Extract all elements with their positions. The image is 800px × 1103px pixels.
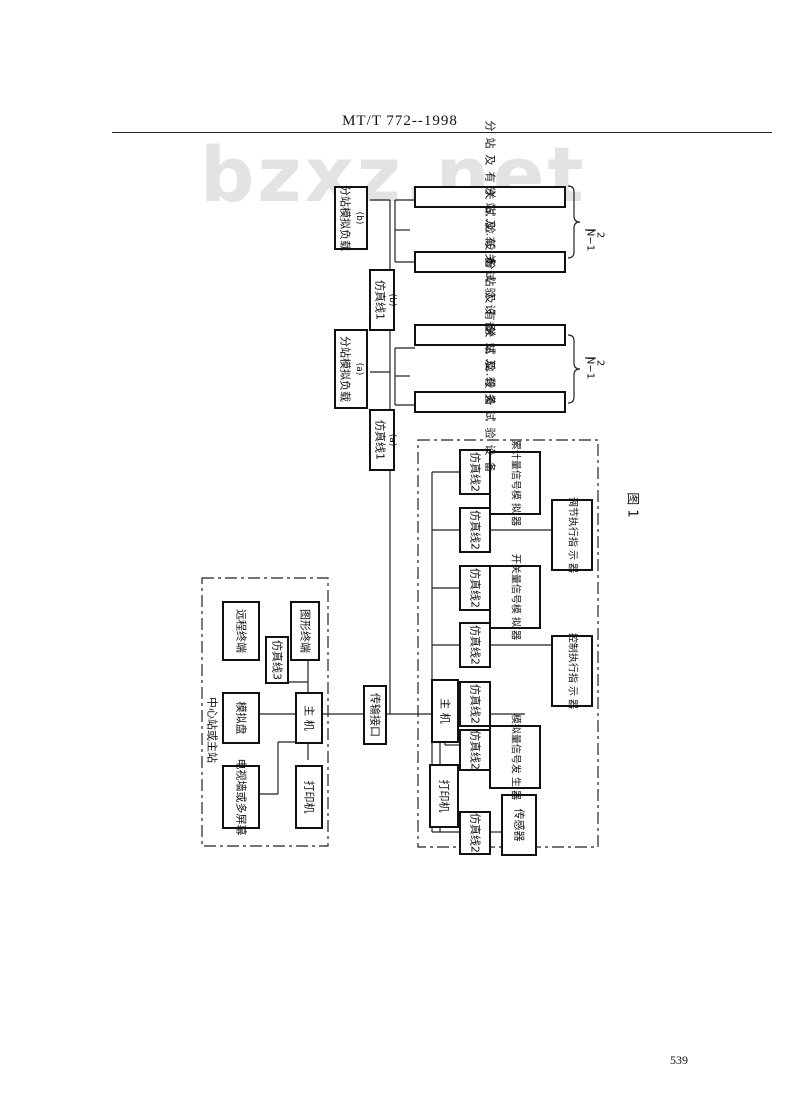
substation-load-b-tag: (b) (354, 212, 364, 225)
control-indicator-label: 控制执行指 示 器 (567, 633, 580, 709)
accum-simulator-box (489, 451, 541, 515)
graphic-terminal-label: 图形终端 (299, 609, 313, 653)
test-printer-label: 打印机 (438, 780, 452, 813)
line2-box-5 (459, 681, 491, 727)
device-b1-label: 分站及有关试验设备 (484, 186, 498, 339)
line2-box-1 (459, 449, 491, 495)
regulate-indicator-box (551, 499, 593, 571)
simulation-panel-box (222, 692, 260, 744)
central-station-label: 中心站或主站 (206, 697, 220, 763)
central-printer-box (295, 765, 323, 829)
substation-load-a-tag: (a) (354, 363, 364, 376)
test-printer-box (429, 764, 459, 828)
substation-device-a2 (414, 324, 566, 346)
regulate-indicator-label: 调节执行指 示 器 (567, 497, 580, 573)
line2-label-3: 仿真线2 (469, 568, 483, 608)
line2-box-7 (459, 811, 491, 855)
analog-generator-box (489, 725, 541, 789)
sensor-label: 传感器 (513, 809, 526, 842)
control-indicator-box (551, 635, 593, 707)
line1b-label: 仿真线1 (374, 280, 388, 320)
monitor-label: 电视墙或多屏幕 (235, 759, 249, 836)
transmission-interface-label: 传输接口 (369, 693, 383, 737)
substation-load-a-box (334, 329, 368, 409)
line2-label-2: 仿真线2 (469, 510, 483, 550)
central-station-group (201, 577, 329, 847)
standard-code: MT/T 772--1998 (342, 113, 458, 129)
remote-terminal-box (222, 601, 260, 661)
substation-load-b-box (334, 186, 368, 250)
test-host-label: 主 机 (439, 698, 453, 724)
line2-label-6: 仿真线2 (469, 730, 483, 770)
central-printer-label: 打印机 (303, 781, 317, 814)
central-host-label: 主 机 (303, 705, 317, 731)
substation-device-b1 (414, 251, 566, 273)
device-b2-label: 分站及有关试验设备 (484, 121, 498, 274)
analog-generator-label: 模拟量信号发 生 器 (510, 714, 523, 800)
line1a-tag: (a) (387, 434, 397, 447)
header-rule (112, 132, 772, 133)
simulation-panel-label: 模拟盘 (235, 702, 249, 735)
switch-simulator-label: 开关量信号模 拟 器 (510, 554, 523, 640)
transmission-interface-box (363, 685, 387, 745)
central-host-box (295, 692, 323, 744)
line1b-tag: (b) (387, 294, 397, 307)
substation-device-b2 (414, 186, 566, 208)
line3-label: 仿真线3 (271, 640, 285, 680)
count-numerator-a: N−1 (585, 357, 596, 379)
graphic-terminal-box (290, 601, 320, 661)
line2-label-5: 仿真线2 (469, 684, 483, 724)
figure-caption: 图 1 (625, 492, 640, 517)
ellipsis-b: …… (484, 218, 497, 240)
line1a-label: 仿真线1 (374, 420, 388, 460)
line2-box-4 (459, 622, 491, 668)
substation-device-a1 (414, 391, 566, 413)
count-denominator-a: 2 (595, 360, 606, 366)
remote-terminal-label: 远程终端 (235, 609, 249, 653)
line1b-box (369, 269, 395, 331)
line2-label-4: 仿真线2 (469, 625, 483, 665)
device-a1-label: 分站及有关试验设备 (484, 326, 498, 479)
sensor-box (501, 794, 537, 856)
page-number: 539 (670, 1053, 688, 1067)
ellipsis-a: …… (484, 358, 497, 380)
monitor-box (222, 765, 260, 829)
switch-simulator-box (489, 565, 541, 629)
substation-load-a-label: 分站模拟负载 (339, 336, 353, 402)
line3-box (265, 636, 289, 684)
line2-label-1: 仿真线2 (469, 452, 483, 492)
line1a-box (369, 409, 395, 471)
test-host-box (431, 679, 459, 743)
line2-label-7: 仿真线2 (469, 813, 483, 853)
count-numerator-b: N−1 (585, 229, 596, 251)
line2-box-2 (459, 507, 491, 553)
line2-box-3 (459, 565, 491, 611)
accum-simulator-label: 累计量信号模 拟 器 (510, 440, 523, 526)
substation-load-b-label: 分站模拟负载 (339, 185, 353, 251)
count-denominator-b: 2 (595, 232, 606, 238)
device-a2-label: 分站及有关试验设备 (484, 259, 498, 412)
